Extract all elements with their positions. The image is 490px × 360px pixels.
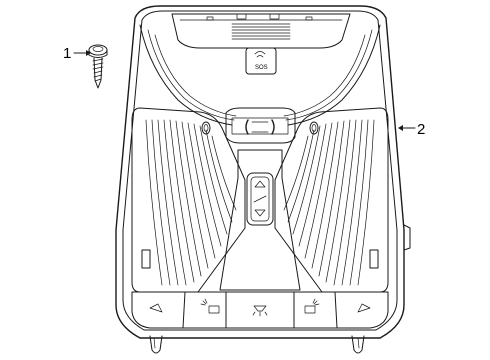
interior-light-icon [253,305,267,312]
swoop-right-1 [287,24,381,126]
right-dome-light-button [304,298,320,314]
right-dome-light-icon [304,305,316,314]
center-column [219,149,301,291]
sos-button: SOS [245,47,277,75]
sunroof-close-icon [254,209,266,217]
right-trim-panel [274,107,389,293]
screw-head-recess [92,46,104,52]
reading-light-module [225,107,296,144]
sunroof-switch [246,172,274,226]
right-side-vent [369,249,379,269]
console-side-tab [403,224,411,251]
side-lamps [201,121,319,135]
right-map-light-button [357,303,371,313]
callout-2-number: 1 [63,45,71,62]
left-trim-panel [131,107,246,293]
top-recess [171,13,351,49]
sos-signal-icon [254,51,266,58]
top-vent-slots [206,13,313,21]
console-outer-shell [115,5,405,339]
map-light-left-icon [149,303,163,313]
sos-label: SOS [255,65,268,71]
reading-light-lens [245,119,275,135]
callout-2: 1 [63,45,91,62]
console-inner-rim [122,10,398,331]
mount-clip-left [149,335,163,354]
right-decorative-ribs [283,119,375,286]
screw-threads [92,58,104,82]
map-light-right-icon [357,303,371,313]
callout-2-arrowhead [86,50,91,56]
left-dome-light-icon [208,305,220,314]
mount-clip-right [351,335,365,354]
screw-part [88,44,108,89]
sos-button-frame [245,47,277,75]
screw-head-side [88,49,108,58]
callout-1-arrowhead [398,125,403,131]
overhead-console: SOS [115,5,411,354]
microphone-grille [231,23,291,40]
center-interior-light-button [252,305,268,317]
left-dome-light-button [200,298,220,314]
swoop-left-1 [139,24,233,126]
left-decorative-ribs [145,119,237,286]
bottom-button-strip [131,291,389,329]
left-side-vent [141,249,151,269]
callout-1-number: 2 [417,121,425,138]
left-map-light-button [149,303,163,313]
callout-1: 2 [398,121,425,138]
sunroof-open-icon [254,180,266,188]
